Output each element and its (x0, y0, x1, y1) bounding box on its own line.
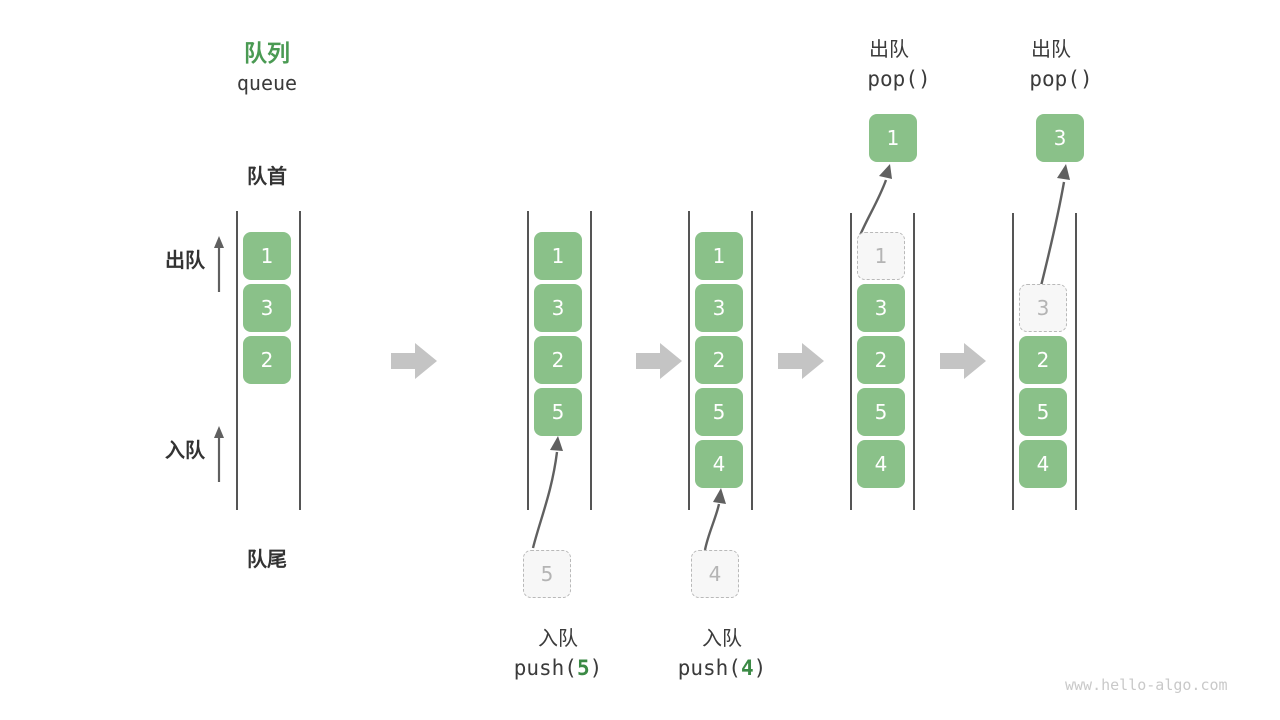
push-argument: 4 (740, 656, 754, 680)
popped-element: 1 (869, 114, 917, 162)
rail-left (850, 213, 852, 510)
queue-cell: 2 (243, 336, 291, 384)
queue-cell-removed: 3 (1019, 284, 1067, 332)
rail-left (527, 211, 529, 510)
rail-right (1075, 213, 1077, 510)
pop-caption-code: pop() (1029, 67, 1093, 91)
queue-cell: 3 (534, 284, 582, 332)
rail-left (236, 211, 238, 510)
transition-arrow-icon (636, 343, 682, 379)
dequeue-direction-label: 出队 (165, 248, 205, 272)
pop-arrow-icon (857, 164, 892, 239)
push-caption-code: push(5) (513, 656, 603, 680)
queue-cell: 5 (695, 388, 743, 436)
queue-cell: 3 (243, 284, 291, 332)
queue-cell: 2 (857, 336, 905, 384)
queue-title-cn: 队列 (244, 41, 290, 67)
queue-cell: 1 (534, 232, 582, 280)
pop-arrow-icon (1038, 164, 1070, 291)
rail-left (688, 211, 690, 510)
rail-right (751, 211, 753, 510)
watermark: www.hello-algo.com (1065, 676, 1228, 694)
push-caption-code: push(4) (677, 656, 767, 680)
pop-caption-cn: 出队 (869, 37, 909, 61)
queue-cell: 3 (695, 284, 743, 332)
enqueue-direction-label: 入队 (165, 438, 205, 462)
push-caption-cn: 入队 (702, 626, 742, 650)
queue-cell: 3 (857, 284, 905, 332)
queue-cell: 5 (857, 388, 905, 436)
queue-cell: 2 (1019, 336, 1067, 384)
queue-cell: 1 (243, 232, 291, 280)
rear-label: 队尾 (247, 547, 287, 571)
rail-right (299, 211, 301, 510)
incoming-element: 4 (691, 550, 739, 598)
queue-cell-removed: 1 (857, 232, 905, 280)
dequeue-direction-arrow-icon (214, 236, 224, 292)
push-argument: 5 (576, 656, 590, 680)
queue-cell: 2 (534, 336, 582, 384)
queue-cell-new: 4 (695, 440, 743, 488)
front-label: 队首 (247, 164, 287, 188)
popped-element: 3 (1036, 114, 1084, 162)
pop-caption-code: pop() (867, 67, 931, 91)
push-caption-cn: 入队 (538, 626, 578, 650)
queue-cell: 5 (1019, 388, 1067, 436)
queue-cell: 1 (695, 232, 743, 280)
pop-caption-cn: 出队 (1031, 37, 1071, 61)
enqueue-direction-arrow-icon (214, 426, 224, 482)
queue-cell: 4 (1019, 440, 1067, 488)
queue-cell: 4 (857, 440, 905, 488)
rail-left (1012, 213, 1014, 510)
push-arrow-icon (531, 436, 563, 549)
push-arrow-icon (703, 488, 726, 551)
rail-right (590, 211, 592, 510)
queue-cell: 2 (695, 336, 743, 384)
incoming-element: 5 (523, 550, 571, 598)
queue-title-en: queue (236, 71, 298, 95)
transition-arrow-icon (778, 343, 824, 379)
transition-arrow-icon (391, 343, 437, 379)
transition-arrow-icon (940, 343, 986, 379)
rail-right (913, 213, 915, 510)
queue-cell-new: 5 (534, 388, 582, 436)
